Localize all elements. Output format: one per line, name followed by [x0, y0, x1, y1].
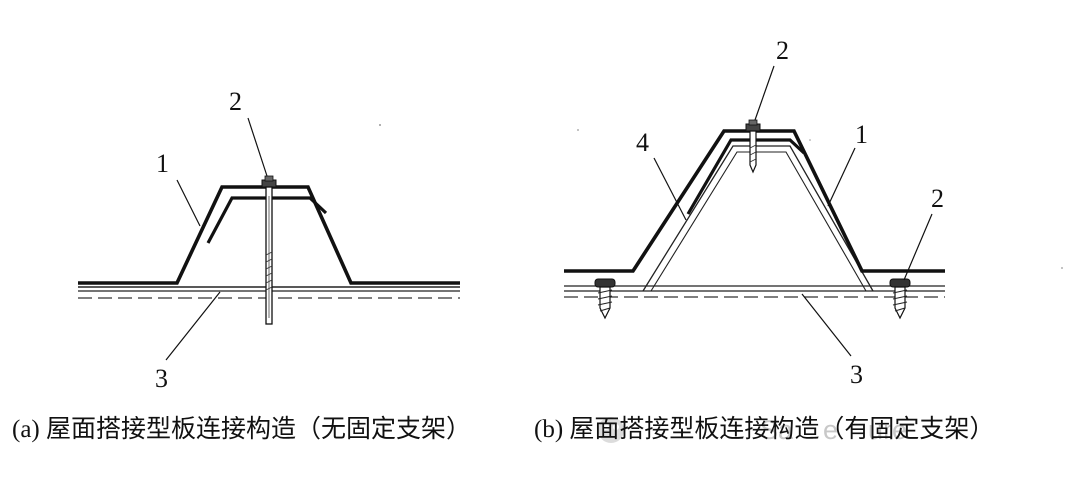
watermark-logo-icon: [598, 417, 624, 443]
caption-b: (b) 屋面搭接型板连接构造（有固定支架）: [534, 415, 994, 443]
label-a-panel: 1: [156, 149, 169, 178]
roof-panel-inner-b: [686, 138, 806, 215]
label-a-fastener: 2: [229, 87, 242, 116]
label-a-substrate: 3: [155, 364, 168, 393]
fastener-top-b: [745, 119, 761, 174]
leader-line-a-1: [176, 179, 201, 227]
caption-a: (a) 屋面搭接型板连接构造（无固定支架）: [12, 415, 471, 443]
diagram-a: 1 2 3 (a) 屋面搭接型板连接构造（无固定支架）: [12, 87, 471, 443]
leader-line-a-3: [165, 291, 221, 361]
screw-right-b: [889, 278, 911, 320]
fastener-a: [261, 175, 277, 325]
fixed-support-b: [642, 145, 874, 292]
diagram-b: 4 2 1 2 3 Sa e ure (b) 屋面搭接型板连接构造（有固定支架）: [534, 36, 994, 445]
leader-line-b-4: [653, 157, 687, 221]
scan-specks: [379, 124, 1063, 269]
label-b-support: 4: [636, 128, 649, 157]
label-b-panel: 1: [855, 120, 868, 149]
substrate-b: [564, 285, 945, 298]
leader-line-b-2-top: [754, 65, 775, 121]
leader-line-b-3: [801, 293, 852, 357]
leader-line-a-2: [247, 117, 268, 177]
screw-left-b: [594, 278, 616, 320]
label-b-substrate: 3: [850, 360, 863, 389]
watermark: Sa e ure: [598, 415, 907, 445]
watermark-text: Sa e ure: [760, 415, 907, 445]
leader-line-b-2-side: [903, 213, 933, 281]
label-b-fastener-side: 2: [931, 184, 944, 213]
leader-line-b-1: [827, 147, 856, 207]
label-b-fastener-top: 2: [776, 36, 789, 65]
